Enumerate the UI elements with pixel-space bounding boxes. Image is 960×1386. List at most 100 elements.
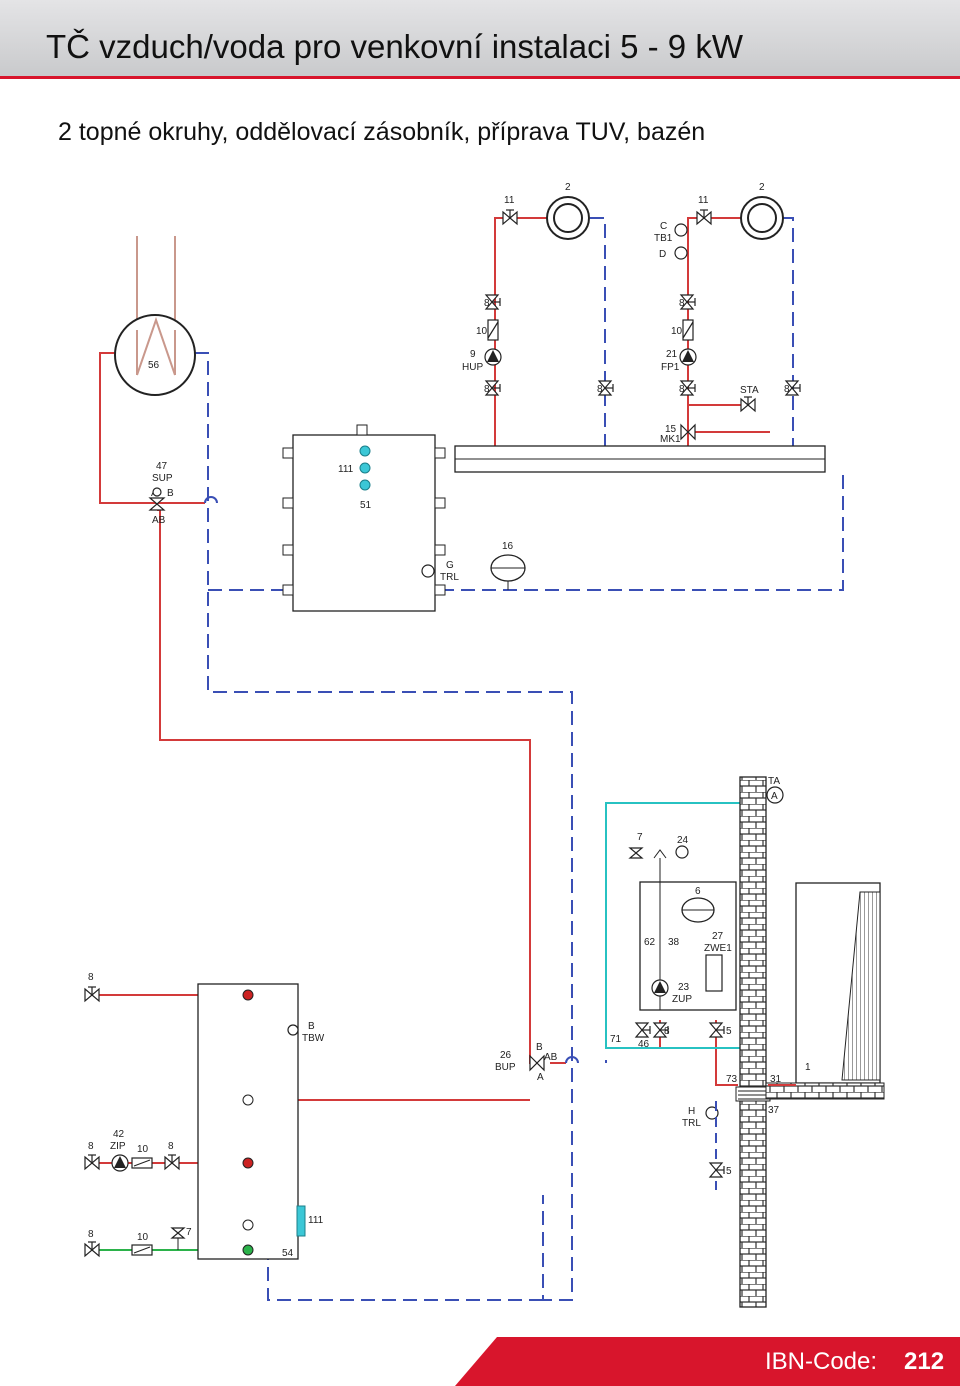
boiler-icon: 56 — [114, 236, 196, 396]
sta-valve-icon[interactable] — [740, 396, 756, 412]
heating-circuit-2: 2 11 C TB1 D 8 10 21 FP1 8 STA 8 15 MK1 — [654, 182, 801, 445]
valve-icon[interactable] — [84, 1241, 100, 1257]
page-subtitle: 2 topné okruhy, oddělovací zásobník, pří… — [58, 118, 706, 146]
svg-text:21: 21 — [666, 349, 678, 360]
svg-text:MK1: MK1 — [660, 434, 681, 445]
valve-icon[interactable] — [84, 986, 100, 1002]
svg-text:8: 8 — [484, 298, 490, 309]
svg-text:111: 111 — [338, 464, 354, 475]
valve-icon[interactable] — [709, 1022, 725, 1038]
svg-text:B: B — [308, 1021, 315, 1032]
heating-circuit-1: 2 11 8 10 9 HUP 8 8 — [462, 182, 614, 396]
svg-text:42: 42 — [113, 1129, 125, 1140]
svg-text:2: 2 — [759, 182, 765, 193]
svg-text:5: 5 — [726, 1166, 732, 1177]
svg-text:ZIP: ZIP — [110, 1141, 126, 1152]
svg-text:2: 2 — [565, 182, 571, 193]
svg-text:47: 47 — [156, 461, 168, 472]
svg-text:TRL: TRL — [682, 1118, 701, 1129]
svg-text:10: 10 — [137, 1232, 149, 1243]
svg-text:11: 11 — [698, 195, 709, 206]
svg-text:A: A — [537, 1072, 544, 1083]
building-wall — [739, 776, 767, 1308]
svg-text:TA: TA — [768, 776, 780, 787]
safety-valve-icon — [170, 1227, 186, 1239]
ibn-label: IBN-Code: — [765, 1348, 878, 1375]
sensor-icon — [359, 462, 371, 474]
switch-valve-sup[interactable]: 47 SUP A B AB — [148, 461, 174, 526]
valve-icon[interactable] — [709, 1162, 725, 1178]
valve-icon[interactable] — [635, 1022, 651, 1038]
circulation-line: 8 42 ZIP 10 8 — [84, 1129, 180, 1172]
svg-text:7: 7 — [186, 1227, 192, 1238]
svg-text:B: B — [167, 488, 174, 499]
svg-text:27: 27 — [712, 931, 724, 942]
flow-meter-icon — [682, 319, 694, 341]
sensor-tb1-icon — [674, 223, 688, 237]
svg-text:56: 56 — [148, 360, 160, 371]
svg-text:38: 38 — [668, 937, 680, 948]
svg-text:15: 15 — [665, 424, 677, 435]
svg-text:7: 7 — [637, 832, 643, 843]
svg-text:8: 8 — [679, 298, 685, 309]
dhw-tank: B TBW 54 111 — [197, 983, 325, 1260]
svg-text:26: 26 — [500, 1050, 512, 1061]
svg-text:46: 46 — [638, 1039, 650, 1050]
sensor-icon — [359, 445, 371, 457]
svg-text:62: 62 — [644, 937, 656, 948]
valve-icon[interactable] — [164, 1154, 180, 1170]
svg-text:TBW: TBW — [302, 1033, 325, 1044]
svg-text:8: 8 — [88, 972, 94, 983]
svg-text:8: 8 — [597, 384, 603, 395]
svg-text:ZWE1: ZWE1 — [704, 943, 732, 954]
svg-text:H: H — [688, 1106, 695, 1117]
pump-hup-icon[interactable] — [484, 348, 502, 366]
valve-icon[interactable] — [502, 209, 518, 225]
svg-text:111: 111 — [308, 1215, 324, 1226]
svg-text:8: 8 — [168, 1141, 174, 1152]
svg-text:54: 54 — [282, 1248, 294, 1259]
svg-text:8: 8 — [88, 1229, 94, 1240]
footer-band — [455, 1337, 960, 1386]
pump-fp1-icon[interactable] — [679, 348, 697, 366]
svg-text:10: 10 — [671, 326, 683, 337]
svg-text:FP1: FP1 — [661, 362, 680, 373]
svg-text:G: G — [446, 560, 454, 571]
mixer-mk1-icon[interactable] — [680, 423, 696, 441]
sensor-trl-icon — [421, 564, 435, 578]
sensor-icon — [359, 479, 371, 491]
svg-text:SUP: SUP — [152, 473, 173, 484]
svg-text:TB1: TB1 — [654, 233, 673, 244]
manometer-icon — [675, 845, 689, 859]
svg-text:73: 73 — [726, 1074, 738, 1085]
outdoor-heat-pump: 1 — [765, 882, 885, 1100]
svg-text:AB: AB — [544, 1052, 558, 1063]
flow-meter-icon — [487, 319, 499, 341]
pump-zup-icon[interactable] — [651, 979, 669, 997]
svg-text:9: 9 — [470, 349, 476, 360]
svg-text:23: 23 — [678, 982, 690, 993]
svg-text:71: 71 — [610, 1034, 622, 1045]
svg-text:BUP: BUP — [495, 1062, 516, 1073]
svg-text:B: B — [536, 1042, 543, 1053]
heater-icon — [705, 954, 723, 992]
port-icon — [242, 1094, 254, 1106]
indoor-unit: 7 24 6 62 38 27 ZWE1 23 ZUP 46 8 5 71 — [610, 832, 737, 1050]
valve-icon[interactable] — [696, 209, 712, 225]
svg-text:ZUP: ZUP — [672, 994, 692, 1005]
port-icon — [242, 1219, 254, 1231]
svg-text:STA: STA — [740, 385, 759, 396]
pump-zip-icon[interactable] — [111, 1154, 129, 1172]
buffer-tank: 111 51 G TRL — [282, 424, 459, 612]
valve-icon[interactable] — [84, 1154, 100, 1170]
svg-text:8: 8 — [784, 384, 790, 395]
safety-valve-icon — [628, 847, 644, 859]
svg-text:10: 10 — [476, 326, 488, 337]
outdoor-sensor: TA A — [766, 776, 784, 804]
expansion-vessel-icon: 16 — [490, 541, 526, 590]
svg-text:6: 6 — [695, 886, 701, 897]
svg-text:31: 31 — [770, 1074, 782, 1085]
svg-text:10: 10 — [137, 1144, 149, 1155]
svg-text:5: 5 — [726, 1026, 732, 1037]
switch-valve-bup[interactable]: 26 BUP B AB A — [495, 1042, 558, 1083]
